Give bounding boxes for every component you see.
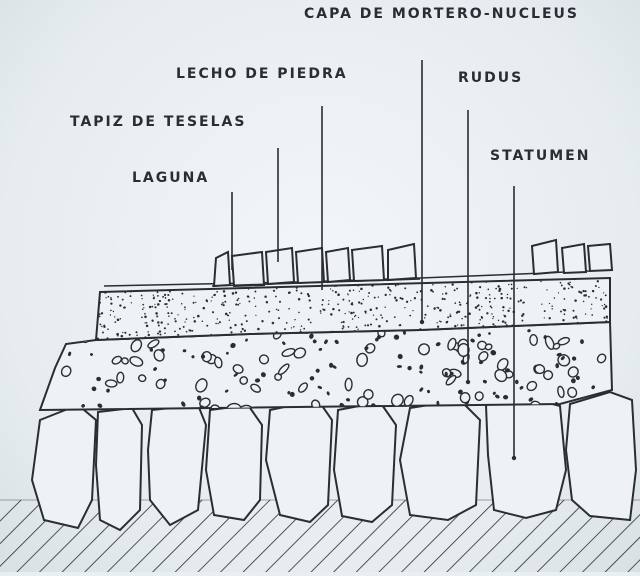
label-statumen: STATUMEN bbox=[490, 148, 591, 164]
label-rudus: RUDUS bbox=[458, 70, 524, 86]
statumen-stones bbox=[30, 390, 638, 532]
label-lecho-de-piedra: LECHO DE PIEDRA bbox=[176, 66, 348, 82]
label-tapiz-de-teselas: TAPIZ DE TESELAS bbox=[70, 114, 247, 130]
leader-lines bbox=[231, 60, 515, 456]
tesserae-base-line bbox=[211, 278, 421, 287]
label-capa-de-mortero-nucleus: CAPA DE MORTERO-NUCLEUS bbox=[304, 6, 579, 22]
leader-ends bbox=[419, 319, 517, 461]
tesserae bbox=[212, 238, 614, 288]
label-laguna: LAGUNA bbox=[132, 170, 210, 186]
